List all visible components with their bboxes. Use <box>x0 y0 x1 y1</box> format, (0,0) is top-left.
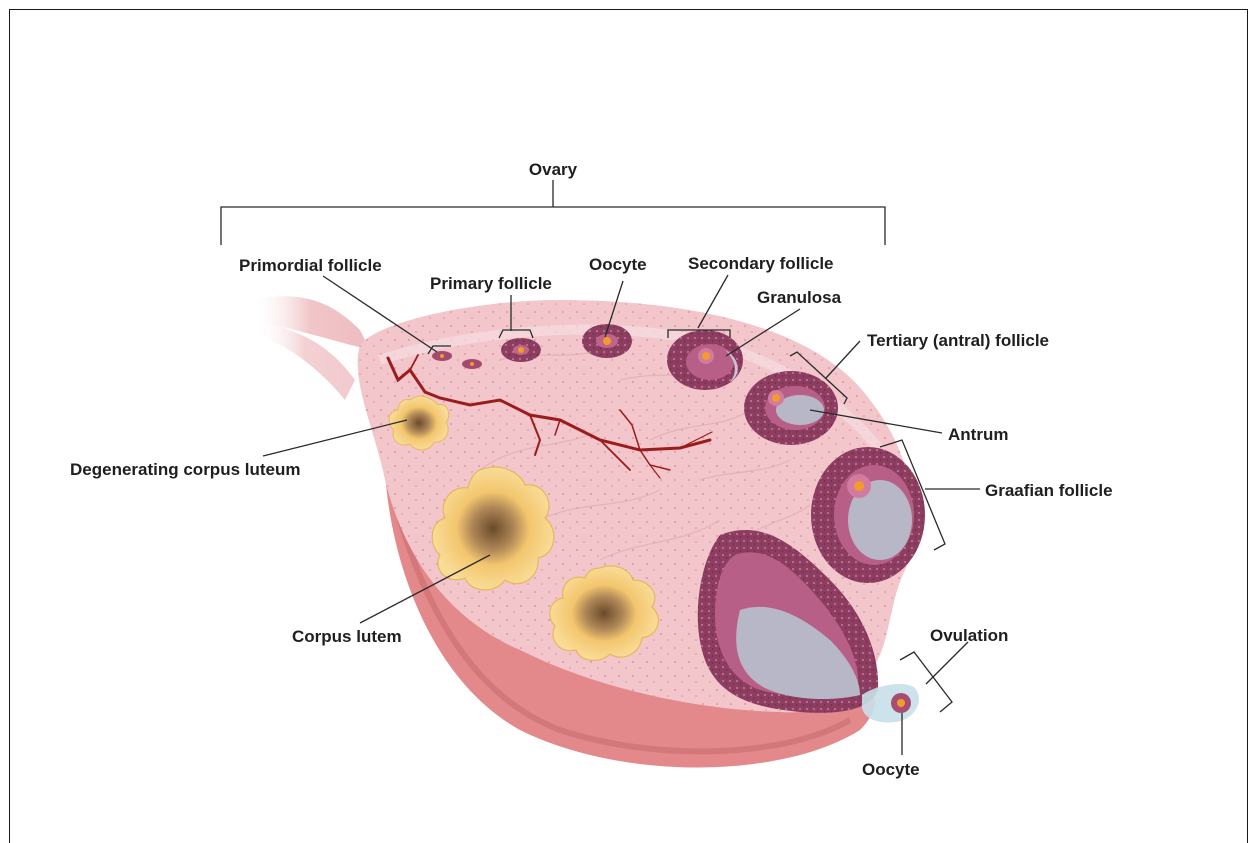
tertiary-follicle <box>744 371 838 445</box>
label-oocyte-top: Oocyte <box>589 255 647 274</box>
ovary-bracket <box>221 180 885 245</box>
label-antrum: Antrum <box>948 425 1008 444</box>
label-secondary-follicle: Secondary follicle <box>688 254 834 273</box>
label-primary-follicle: Primary follicle <box>430 274 552 293</box>
secondary-follicle <box>667 330 743 390</box>
primary-follicle <box>501 338 541 362</box>
label-graafian-follicle: Graafian follicle <box>985 481 1113 500</box>
label-corpus-lutem: Corpus lutem <box>292 627 402 646</box>
label-degenerating-corpus-luteum: Degenerating corpus luteum <box>70 460 300 479</box>
label-tertiary-follicle: Tertiary (antral) follicle <box>867 331 1049 350</box>
label-granulosa: Granulosa <box>757 288 842 307</box>
label-ovary: Ovary <box>529 160 578 179</box>
label-ovulation: Ovulation <box>930 626 1008 645</box>
label-oocyte-bottom: Oocyte <box>862 760 920 779</box>
label-primordial-follicle: Primordial follicle <box>239 256 382 275</box>
graafian-follicle <box>811 447 925 583</box>
